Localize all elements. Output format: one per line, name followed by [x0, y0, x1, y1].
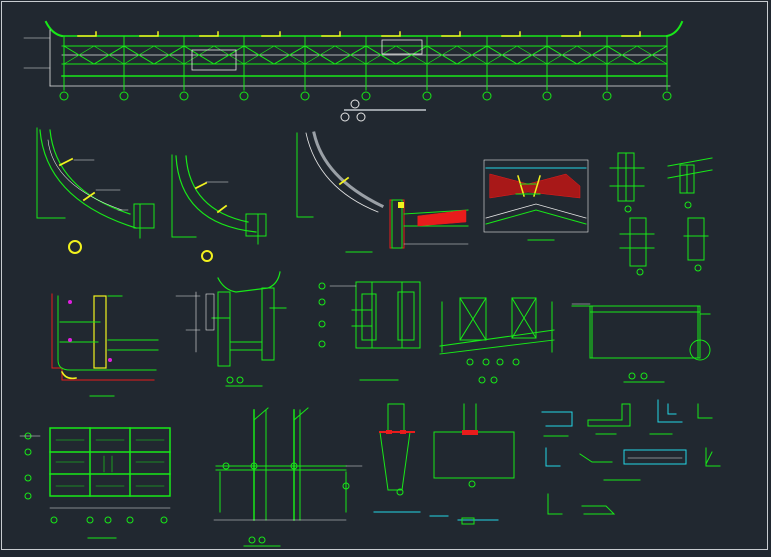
- frame-detail: [195, 271, 287, 387]
- joint-details: [609, 152, 713, 276]
- hatched-section: [483, 159, 589, 241]
- annotation-leaders: [19, 295, 591, 467]
- column-plan: [318, 281, 421, 381]
- curve-detail-3: [296, 131, 469, 253]
- curve-detail-1: [36, 127, 155, 254]
- elevation-strip: [23, 20, 684, 122]
- column-base-details: [373, 403, 515, 525]
- curve-detail-2: [171, 154, 267, 262]
- frame-elevation: [213, 407, 350, 547]
- floor-plan-grid: [24, 427, 171, 539]
- beam-elevation: [571, 305, 711, 383]
- wall-section: [51, 293, 159, 397]
- small-profile-details: [541, 399, 721, 515]
- truss-detail: [439, 297, 555, 384]
